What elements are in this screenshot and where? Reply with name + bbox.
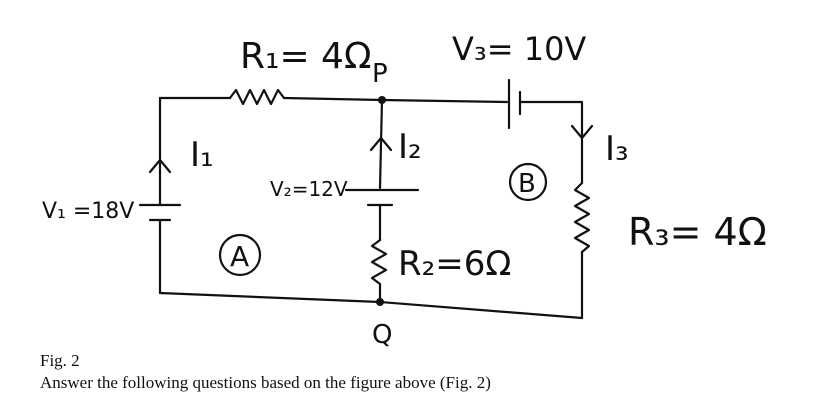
wire-bottom-left	[158, 291, 382, 304]
i2-label: I₂	[398, 127, 422, 167]
r1-label: R₁= 4Ω	[240, 36, 371, 77]
r3-label: R₃= 4Ω	[628, 210, 767, 254]
v1-label: V₁ =18V	[42, 199, 134, 224]
resistor-r3	[573, 181, 591, 254]
wire-middle-top	[378, 98, 384, 190]
node-p-label: P	[372, 59, 388, 89]
circuit-diagram: R₁= 4Ω P V₃= 10V I₁ I₂ I₃ V₁ =18V V₂=12V…	[42, 30, 767, 350]
arrow-i3-icon	[570, 124, 594, 140]
wire-top-mid	[282, 96, 384, 102]
figure-number: Fig. 2	[40, 351, 80, 370]
i1-label: I₁	[190, 135, 214, 175]
node-q-label: Q	[372, 320, 392, 350]
arrow-i2-icon	[369, 136, 393, 152]
resistor-r1	[228, 88, 286, 106]
wire-top-right	[380, 98, 509, 104]
r2-label: R₂=6Ω	[398, 244, 511, 284]
figure-caption: Fig. 2 Answer the following questions ba…	[40, 350, 800, 394]
node-p-dot	[378, 96, 386, 104]
node-q-dot	[376, 298, 384, 306]
loop-b-circle	[508, 162, 548, 202]
figure-instruction: Answer the following questions based on …	[40, 373, 491, 392]
arrow-i1-icon	[148, 158, 172, 174]
loop-a-label: A	[230, 240, 249, 273]
loop-b-label: B	[518, 169, 536, 199]
v3-label: V₃= 10V	[452, 30, 586, 68]
v2-label: V₂=12V	[270, 177, 348, 201]
wire-bottom-right	[378, 300, 584, 320]
loop-a-circle	[218, 233, 262, 277]
resistor-r2	[370, 238, 388, 286]
i3-label: I₃	[605, 129, 629, 169]
wire-v3-right	[518, 100, 584, 185]
